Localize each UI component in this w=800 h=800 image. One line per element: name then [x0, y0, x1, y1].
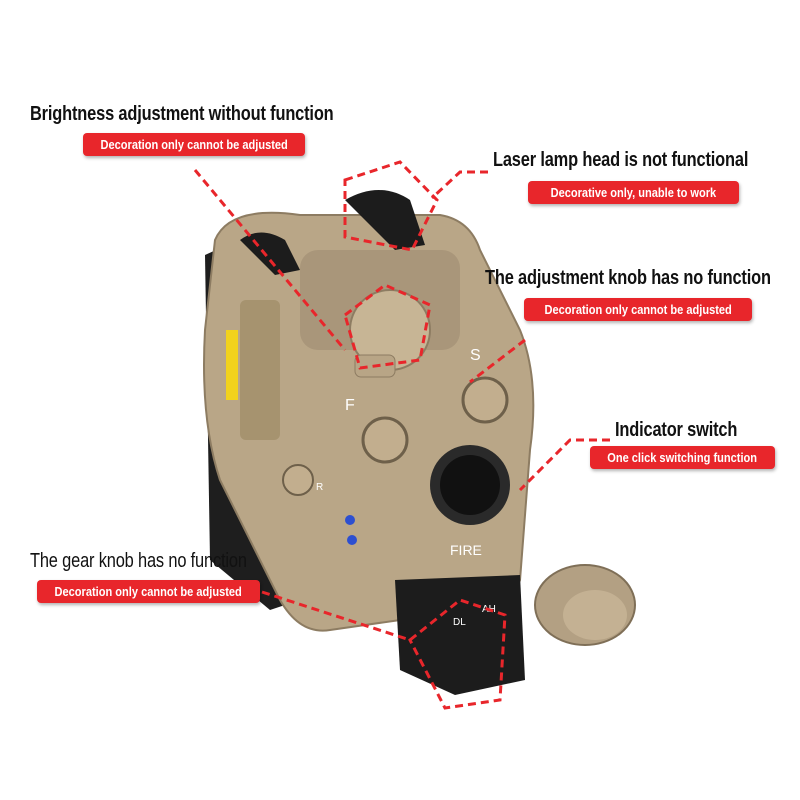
callout-line-brightness — [193, 169, 347, 351]
callout-outline-knob — [343, 283, 432, 370]
marking-plus: + — [536, 435, 544, 451]
callout-line-lamp — [430, 170, 488, 200]
callout-line-adjust — [469, 338, 526, 384]
callout-badge-laser: Decorative only, unable to work — [528, 181, 739, 204]
callout-lines — [193, 160, 610, 710]
callout-title-gear-knob: The gear knob has no function — [30, 550, 247, 572]
callout-badge-indicator: One click switching function — [590, 446, 775, 469]
callout-line-indicator — [518, 438, 610, 492]
marking-s: S — [470, 347, 481, 364]
marking-fire: FIRE — [450, 542, 482, 558]
marking-minus: − — [556, 482, 564, 498]
marking-r: R — [316, 482, 323, 493]
marking-f: F — [345, 397, 355, 414]
callout-badge-adjust-knob: Decoration only cannot be adjusted — [524, 298, 752, 321]
callout-outline-gear — [408, 598, 507, 710]
callout-title-adjust-knob: The adjustment knob has no function — [485, 267, 771, 289]
device-body: F S FIRE DL AH R + − — [203, 190, 636, 695]
callout-badge-gear-knob: Decoration only cannot be adjusted — [37, 580, 260, 603]
marking-dl: DL — [453, 617, 466, 628]
callout-title-brightness: Brightness adjustment without function — [30, 103, 334, 125]
callout-badge-brightness: Decoration only cannot be adjusted — [83, 133, 305, 156]
callout-title-indicator: Indicator switch — [615, 419, 738, 441]
callout-title-laser: Laser lamp head is not functional — [493, 149, 749, 171]
